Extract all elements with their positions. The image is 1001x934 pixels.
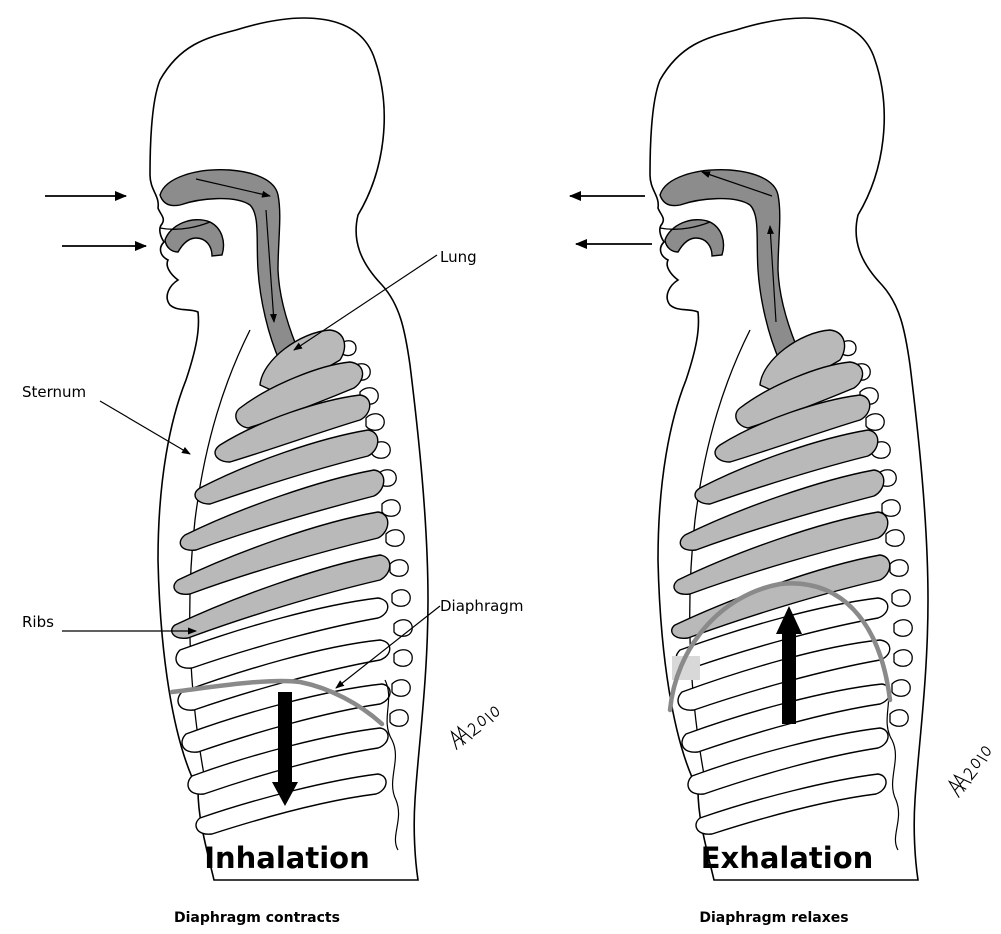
inhalation-title: Inhalation <box>204 841 370 875</box>
inhalation-panel: Lung Sternum Ribs Diaphragm Inhalation D… <box>22 18 523 926</box>
ribs-label: Ribs <box>22 613 54 631</box>
artist-signature <box>945 743 995 797</box>
lung-label: Lung <box>440 248 477 266</box>
inhalation-caption: Diaphragm contracts <box>174 910 340 926</box>
exhalation-caption: Diaphragm relaxes <box>699 910 848 926</box>
exhalation-title: Exhalation <box>701 841 874 875</box>
exhalation-panel: Exhalation Diaphragm relaxes <box>570 18 995 926</box>
diaphragm-label: Diaphragm <box>440 597 523 615</box>
sternum-label: Sternum <box>22 383 86 401</box>
exhalation-anatomy <box>650 18 928 880</box>
artist-signature <box>447 703 503 750</box>
